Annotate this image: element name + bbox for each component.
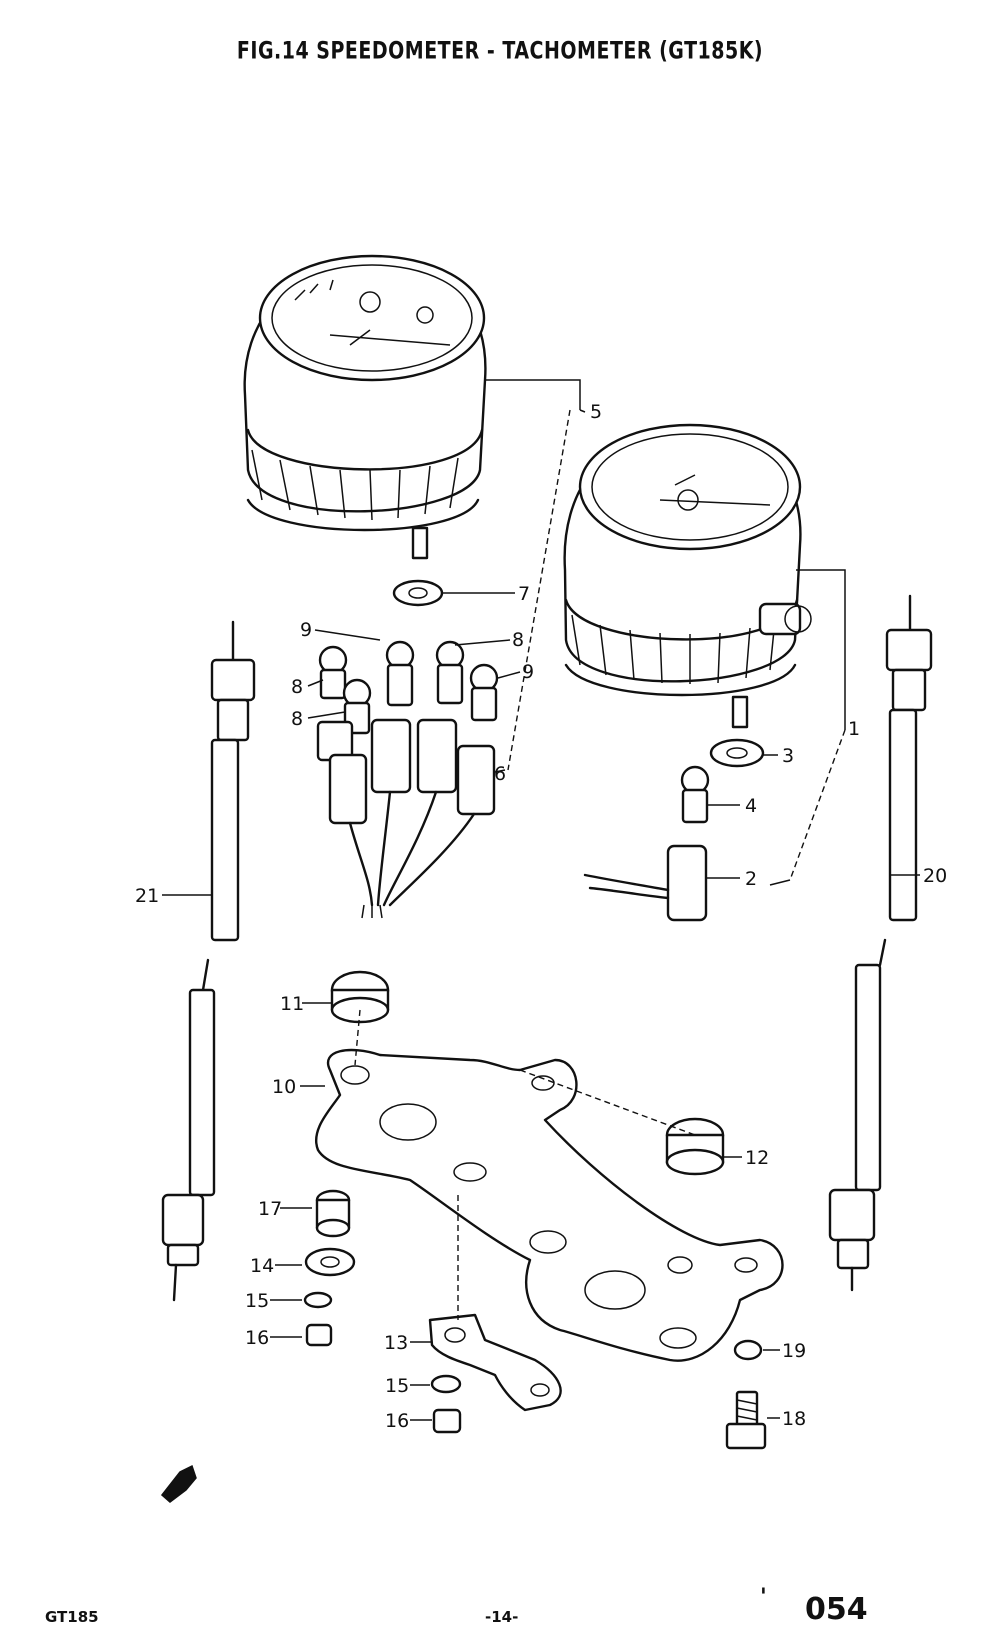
callout-16-left: 16 <box>245 1327 269 1349</box>
indicator-bulbs <box>318 640 710 824</box>
tachometer-assembly <box>243 254 487 560</box>
bulb-4 <box>680 765 710 824</box>
spacer-17 <box>315 1189 351 1238</box>
nut-16 <box>305 1323 333 1347</box>
callout-4: 4 <box>745 795 757 817</box>
nut-16-lower <box>432 1408 462 1434</box>
tick-mark: ' <box>760 1585 767 1610</box>
callout-15-left: 15 <box>245 1290 269 1312</box>
cable-21 <box>161 620 256 1302</box>
hardware-stack-lower <box>430 1339 767 1450</box>
callout-10: 10 <box>272 1076 296 1098</box>
callout-20: 20 <box>923 865 947 887</box>
front-direction-arrow <box>160 1464 197 1503</box>
figure-title: FIG.14 SPEEDOMETER - TACHOMETER (GT185K) <box>236 37 764 65</box>
callout-17: 17 <box>258 1198 282 1220</box>
callout-13: 13 <box>384 1332 408 1354</box>
bolt-18 <box>725 1390 767 1450</box>
callout-6: 6 <box>494 763 506 785</box>
callout-8-lower-left: 8 <box>291 708 303 730</box>
stay-13 <box>428 1195 562 1412</box>
model-code: GT185 <box>45 1608 99 1626</box>
callout-7: 7 <box>518 583 530 605</box>
callout-16-lower: 16 <box>385 1410 409 1432</box>
callout-2: 2 <box>745 868 757 890</box>
callout-19: 19 <box>782 1340 806 1362</box>
callout-labels: 1 2 3 4 5 6 7 8 8 8 9 9 10 11 12 13 14 1… <box>135 401 947 1432</box>
lock-washer-15-lower <box>430 1374 462 1394</box>
callout-18: 18 <box>782 1408 806 1430</box>
callout-15-lower: 15 <box>385 1375 409 1397</box>
bulb <box>385 640 415 707</box>
callout-3: 3 <box>782 745 794 767</box>
bulb <box>469 663 499 722</box>
callout-14: 14 <box>250 1255 274 1277</box>
hardware-stack-left <box>303 1189 356 1347</box>
cable-20 <box>828 594 933 1292</box>
callout-21: 21 <box>135 885 159 907</box>
socket-2 <box>583 844 708 922</box>
callout-1: 1 <box>848 718 860 740</box>
grommet-12 <box>665 1117 725 1176</box>
callout-12: 12 <box>745 1147 769 1169</box>
page-number: -14- <box>485 1608 519 1626</box>
speedometer-assembly <box>563 423 812 729</box>
washer-3 <box>709 738 765 768</box>
callout-8-left: 8 <box>291 676 303 698</box>
meter-bracket-10 <box>315 1009 784 1362</box>
callout-9-left: 9 <box>300 619 312 641</box>
leader-lines <box>162 379 920 1421</box>
lock-washer-15 <box>303 1291 333 1309</box>
bulb-socket-harness-6 <box>316 718 496 919</box>
bulb <box>318 645 348 700</box>
callout-11: 11 <box>280 993 304 1015</box>
callout-5: 5 <box>590 401 602 423</box>
washer-14 <box>304 1247 356 1277</box>
callout-8-upper-right: 8 <box>512 629 524 651</box>
sheet-code: 054 <box>805 1592 868 1627</box>
bulb <box>435 640 465 705</box>
circlip-19 <box>733 1339 763 1361</box>
callout-9-right: 9 <box>522 661 534 683</box>
washer-7 <box>392 579 444 607</box>
